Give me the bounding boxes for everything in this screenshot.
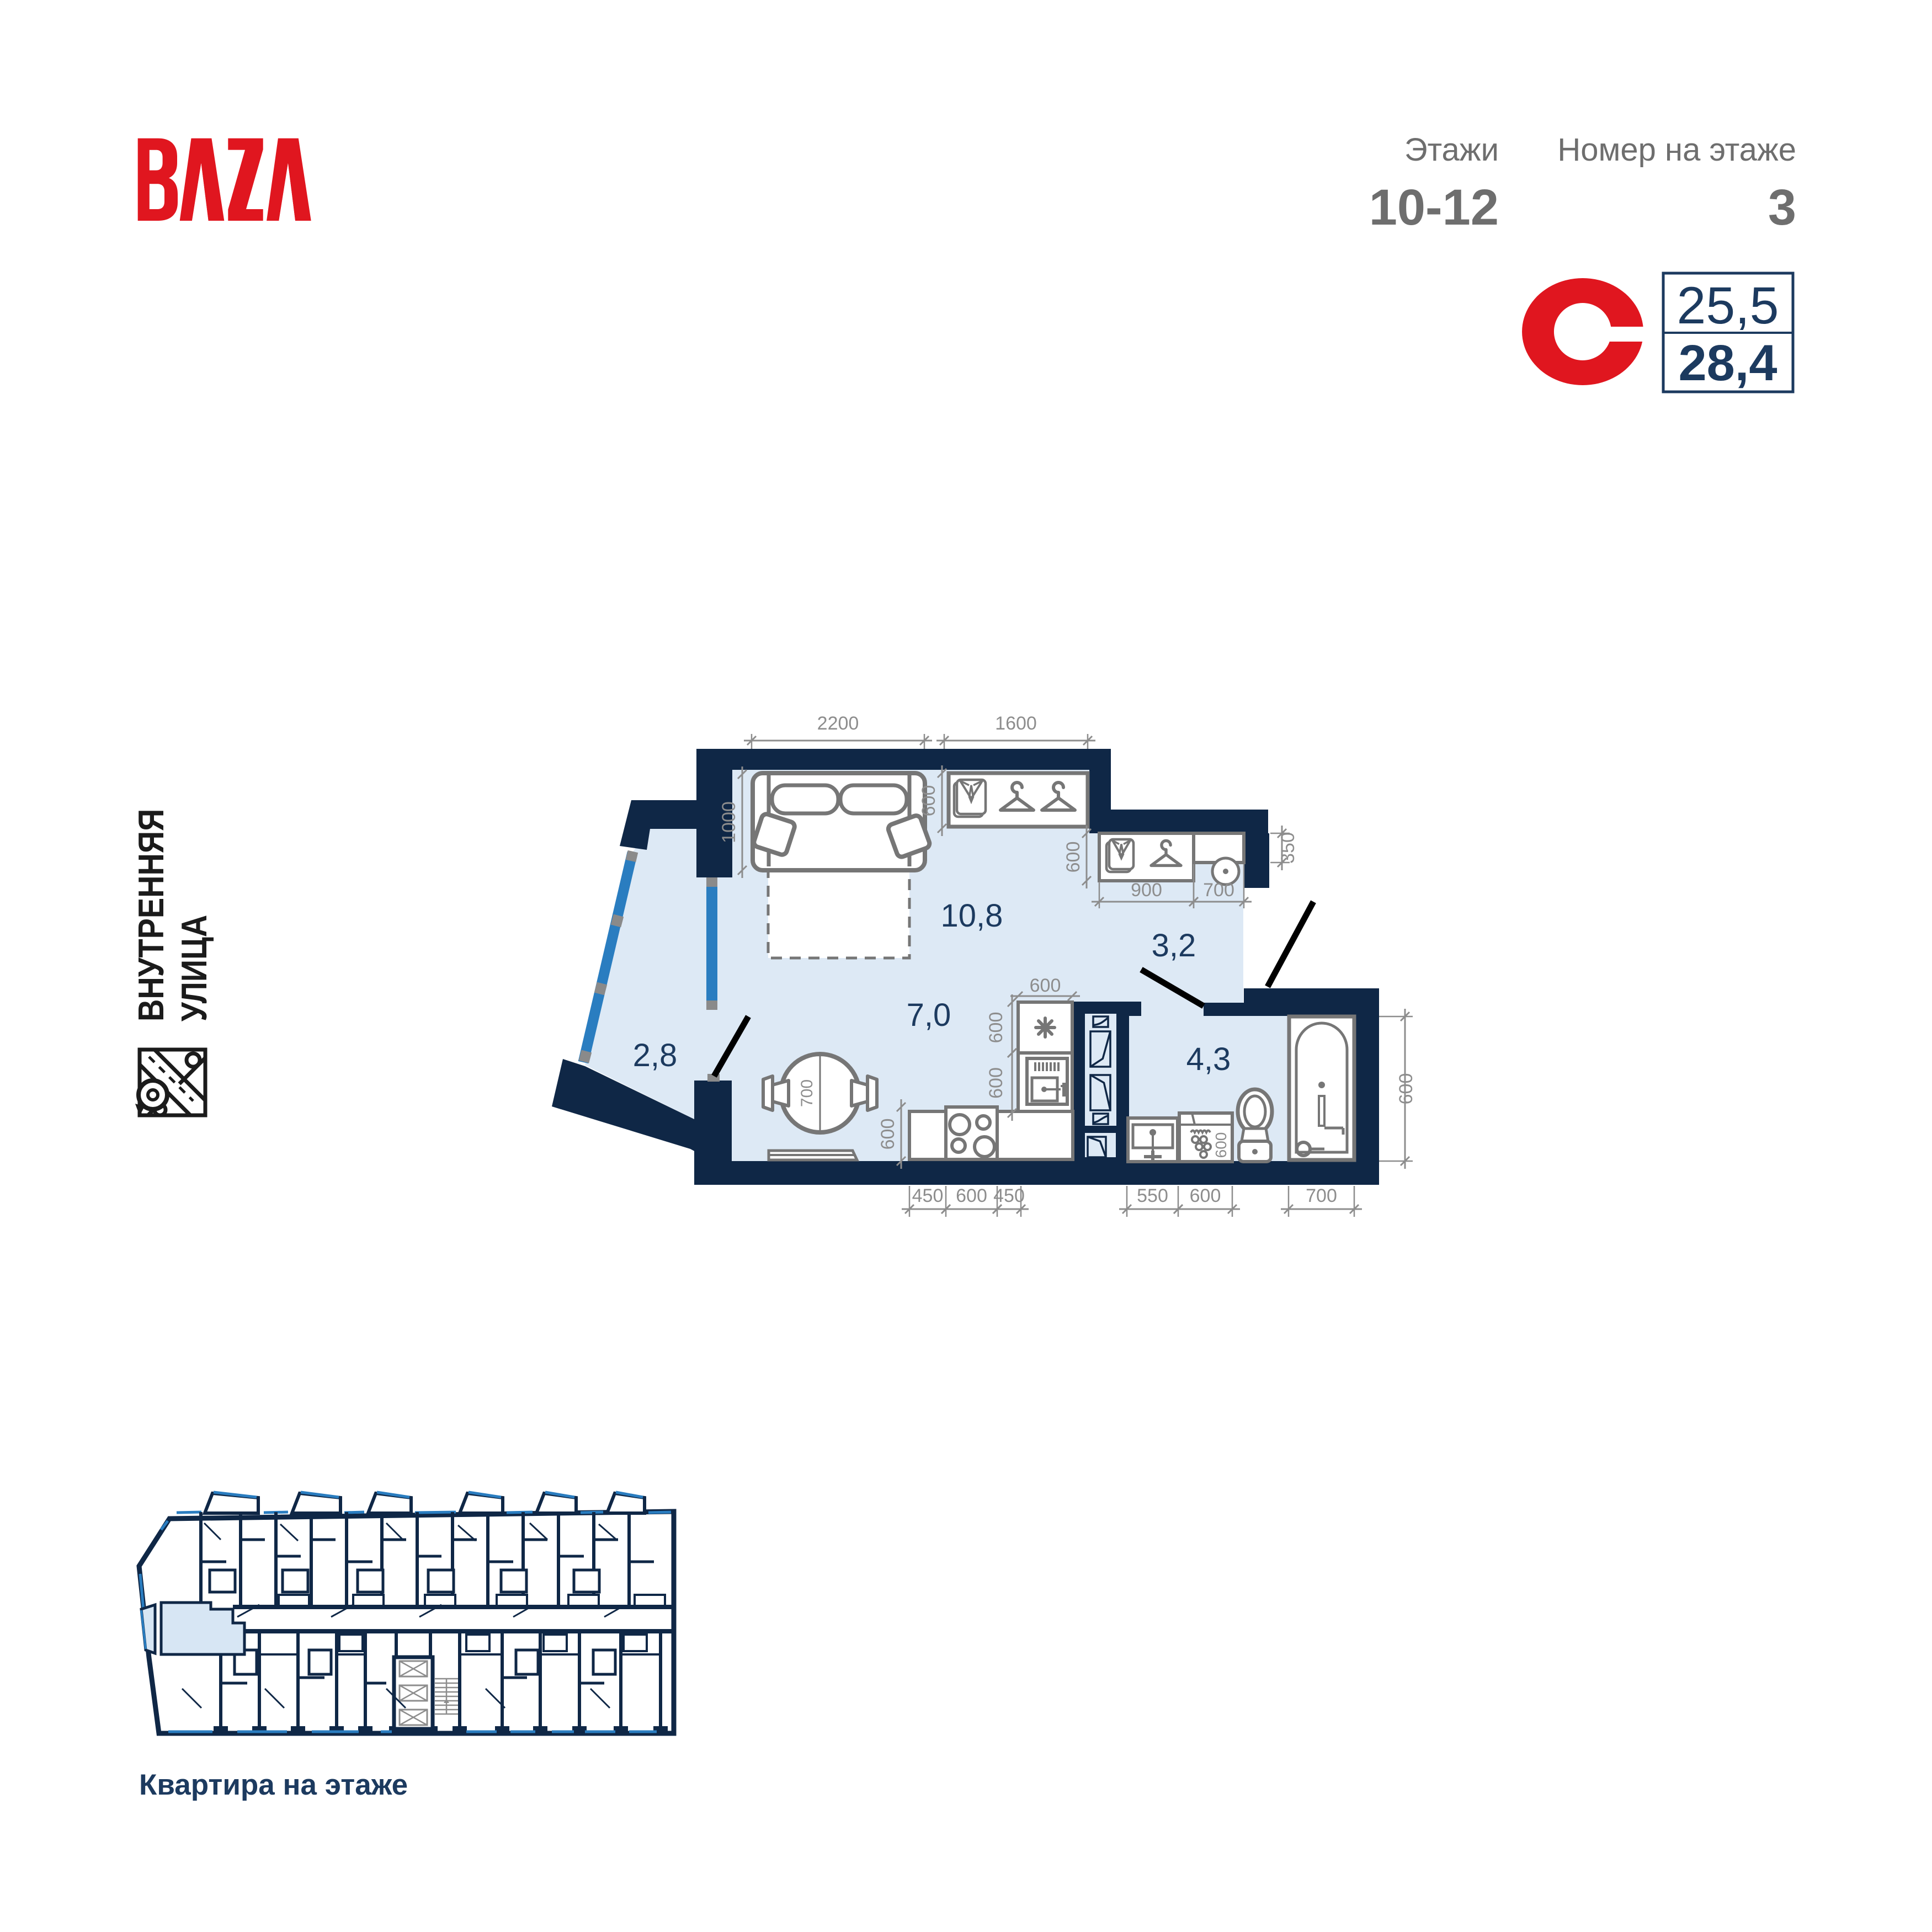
svg-text:4,3: 4,3 xyxy=(1186,1041,1231,1077)
svg-text:700: 700 xyxy=(1306,1185,1337,1206)
svg-text:25,5: 25,5 xyxy=(1677,276,1779,335)
svg-text:600: 600 xyxy=(1063,842,1084,873)
svg-text:3: 3 xyxy=(1768,179,1796,236)
svg-text:600: 600 xyxy=(1190,1185,1221,1206)
svg-text:Номер на этаже: Номер на этаже xyxy=(1557,132,1796,168)
svg-text:600: 600 xyxy=(1030,975,1061,996)
svg-text:10,8: 10,8 xyxy=(941,898,1003,934)
svg-text:550: 550 xyxy=(1137,1185,1168,1206)
svg-text:600: 600 xyxy=(877,1119,898,1150)
svg-text:1600: 1600 xyxy=(995,713,1037,734)
svg-text:600: 600 xyxy=(918,785,939,817)
svg-text:600: 600 xyxy=(986,1012,1007,1044)
svg-text:350: 350 xyxy=(1278,832,1298,864)
svg-text:700: 700 xyxy=(798,1079,816,1107)
svg-text:10-12: 10-12 xyxy=(1369,179,1499,236)
svg-text:450: 450 xyxy=(993,1185,1025,1206)
svg-text:600: 600 xyxy=(986,1067,1007,1099)
svg-text:28,4: 28,4 xyxy=(1678,335,1777,391)
svg-text:2200: 2200 xyxy=(817,713,859,734)
svg-text:Этажи: Этажи xyxy=(1404,132,1499,168)
svg-text:700: 700 xyxy=(1203,880,1234,901)
svg-text:Квартира на этаже: Квартира на этаже xyxy=(139,1769,408,1801)
svg-text:ВНУТРЕННЯЯУЛИЦА: ВНУТРЕННЯЯУЛИЦА xyxy=(131,809,214,1021)
svg-text:450: 450 xyxy=(912,1185,944,1206)
svg-text:900: 900 xyxy=(1131,880,1162,901)
svg-text:1000: 1000 xyxy=(718,801,739,843)
svg-text:600: 600 xyxy=(1212,1132,1230,1158)
svg-text:600: 600 xyxy=(956,1185,987,1206)
svg-text:3,2: 3,2 xyxy=(1152,928,1196,964)
svg-text:7,0: 7,0 xyxy=(907,997,951,1033)
svg-text:600: 600 xyxy=(1396,1073,1417,1105)
svg-text:2,8: 2,8 xyxy=(633,1037,678,1073)
